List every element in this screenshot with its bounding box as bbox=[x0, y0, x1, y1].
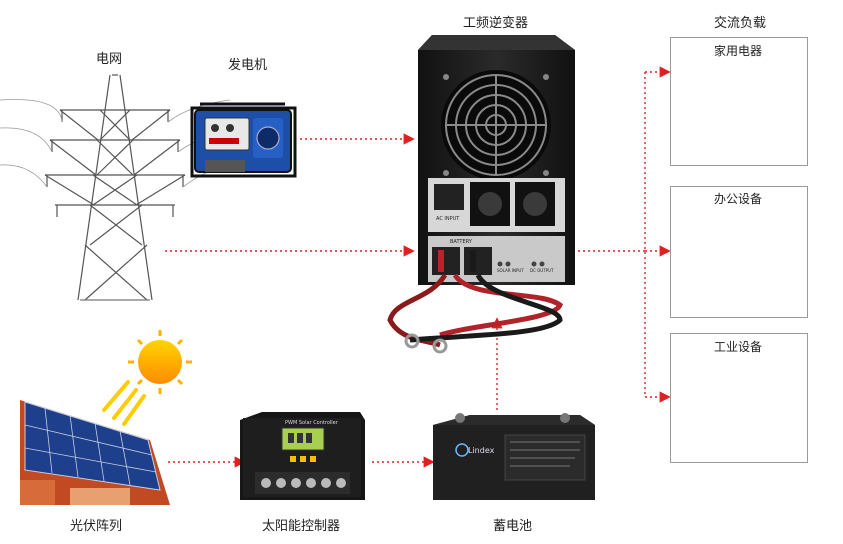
inverter-ac-input-text: AC INPUT bbox=[436, 216, 460, 222]
battery-icon: Lindex bbox=[433, 413, 595, 500]
generator-icon bbox=[190, 102, 297, 178]
transmission-tower-icon bbox=[0, 74, 231, 301]
label-ac-load: 交流负载 bbox=[714, 16, 767, 31]
label-office-equipment: 办公设备 bbox=[714, 192, 763, 206]
inverter-solar-input-text: SOLAR INPUT bbox=[497, 268, 524, 273]
home-appliances-box bbox=[670, 37, 808, 166]
sun-icon bbox=[102, 330, 192, 426]
label-pv-array: 光伏阵列 bbox=[70, 519, 123, 534]
office-equipment-box bbox=[670, 186, 808, 318]
industrial-equipment-box bbox=[670, 333, 808, 463]
controller-brand-text: PWM Solar Controller bbox=[285, 420, 339, 426]
inverter-dc-output-text: DC OUTPUT bbox=[530, 268, 554, 273]
inverter-battery-text: BATTERY bbox=[450, 239, 473, 245]
label-battery: 蓄电池 bbox=[493, 519, 533, 534]
solar-panel-roof-icon bbox=[20, 400, 170, 505]
label-solar-controller: 太阳能控制器 bbox=[262, 519, 341, 534]
battery-brand-text: Lindex bbox=[468, 446, 495, 455]
label-generator: 发电机 bbox=[228, 58, 268, 73]
label-grid: 电网 bbox=[96, 52, 123, 67]
inverter-icon: AC INPUT BATTERY SOLAR INPUT DC OUTPUT bbox=[387, 35, 575, 354]
connector-lines bbox=[165, 66, 671, 468]
solar-controller-icon: PWM Solar Controller bbox=[240, 412, 365, 500]
label-industrial-equipment: 工业设备 bbox=[714, 340, 763, 354]
label-inverter: 工频逆变器 bbox=[463, 16, 529, 31]
label-home-appliances: 家用电器 bbox=[714, 44, 763, 58]
